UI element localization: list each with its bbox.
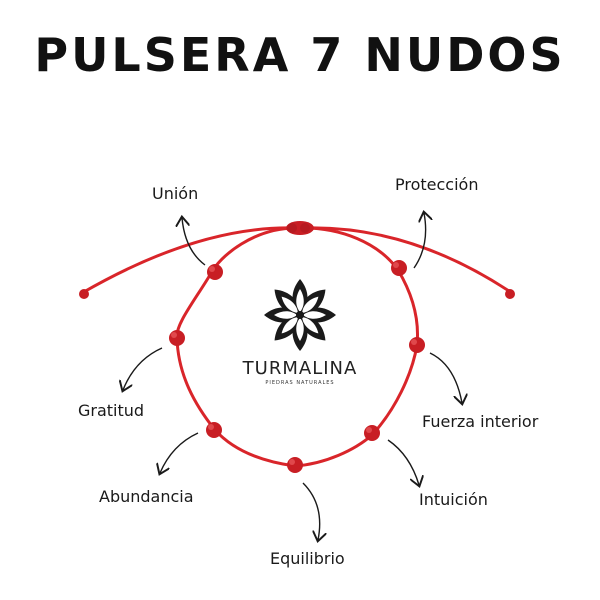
arrow-gratitud bbox=[123, 347, 163, 390]
page-title: PULSERA 7 NUDOS bbox=[34, 28, 566, 82]
arrow-intuicion bbox=[387, 439, 419, 485]
knot-fuerza-interior bbox=[409, 337, 425, 353]
label-gratitud: Gratitud bbox=[78, 401, 145, 420]
brand-tagline: PIEDRAS NATURALES bbox=[265, 380, 335, 386]
label-abundancia: Abundancia bbox=[99, 487, 194, 506]
cord-end-knot bbox=[79, 289, 89, 299]
knot-gratitud bbox=[169, 330, 185, 346]
label-equilibrio: Equilibrio bbox=[270, 549, 345, 568]
arrow-abundancia bbox=[160, 432, 199, 473]
cord-left-tail bbox=[80, 226, 298, 295]
knot-intuicion bbox=[364, 425, 380, 441]
knot-abundancia bbox=[206, 422, 222, 438]
arrow-proteccion bbox=[413, 213, 426, 269]
label-intuicion: Intuición bbox=[419, 490, 488, 509]
cord-end-knot bbox=[505, 289, 515, 299]
arrow-fuerza-interior bbox=[429, 352, 462, 403]
label-union: Unión bbox=[152, 184, 199, 203]
cord-right-tail bbox=[302, 226, 514, 295]
brand-name: TURMALINA bbox=[242, 358, 358, 379]
label-proteccion: Protección bbox=[395, 175, 479, 194]
knot-union bbox=[207, 264, 223, 280]
arrow-equilibrio bbox=[302, 482, 320, 540]
lotus-logo bbox=[264, 279, 336, 351]
knot-equilibrio bbox=[287, 457, 303, 473]
knot-proteccion bbox=[391, 260, 407, 276]
sliding-knot bbox=[286, 221, 314, 235]
arrow-union bbox=[182, 218, 206, 266]
label-fuerza-interior: Fuerza interior bbox=[422, 412, 539, 431]
